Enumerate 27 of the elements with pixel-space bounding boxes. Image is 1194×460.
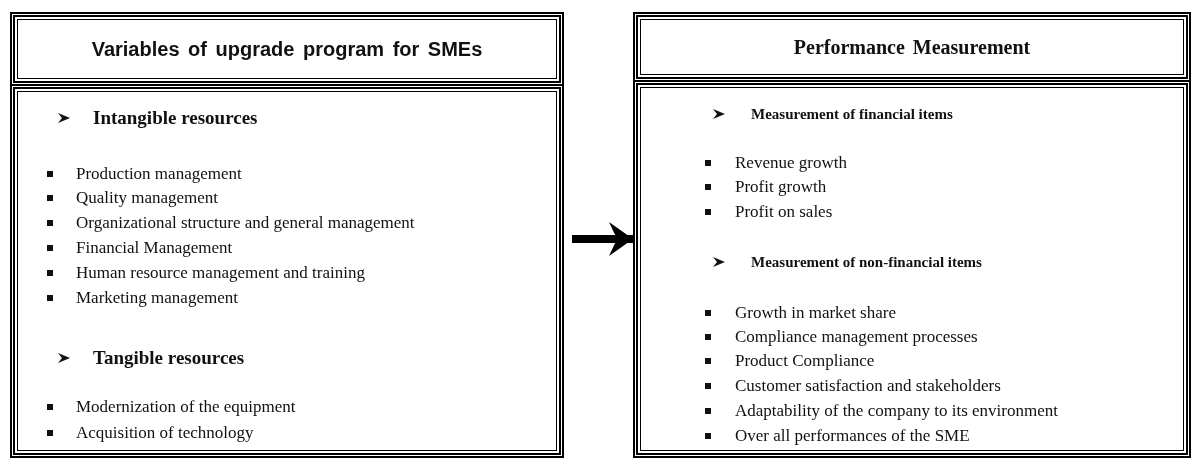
list-item: Over all performances of the SME — [735, 426, 970, 446]
list-item: Product Compliance — [735, 351, 875, 371]
list-item: Marketing management — [76, 288, 238, 308]
section-heading: Measurement of non-financial items — [751, 253, 982, 272]
section-heading: Tangible resources — [93, 348, 245, 368]
content-box — [10, 84, 564, 458]
list-item: Financial Management — [76, 238, 233, 258]
box-title: Variables of upgrade program for SMEs — [91, 37, 483, 61]
section-heading: Measurement of financial items — [751, 105, 953, 124]
list-item: Customer satisfaction and stakeholders — [735, 376, 1001, 396]
title-box — [633, 12, 1191, 82]
list-item: Quality management — [76, 188, 219, 208]
list-item: Growth in market share — [735, 303, 896, 323]
list-item: Production management — [76, 164, 242, 184]
list-item: Modernization of the equipment — [76, 397, 296, 417]
list-item: Human resource management and training — [76, 263, 365, 283]
list-item: Acquisition of technology — [76, 423, 254, 443]
list-item: Profit growth — [735, 177, 827, 197]
list-item: Adaptability of the company to its environment — [735, 401, 1058, 421]
section-heading: Intangible resources — [93, 108, 258, 128]
list-item: Organizational structure and general management — [76, 213, 415, 233]
list-item: Compliance management processes — [735, 327, 978, 347]
list-item: Profit on sales — [735, 202, 833, 222]
box-title: Performance Measurement — [793, 35, 1031, 59]
content-box — [633, 80, 1191, 458]
title-box — [10, 12, 564, 86]
list-item: Revenue growth — [735, 153, 847, 173]
